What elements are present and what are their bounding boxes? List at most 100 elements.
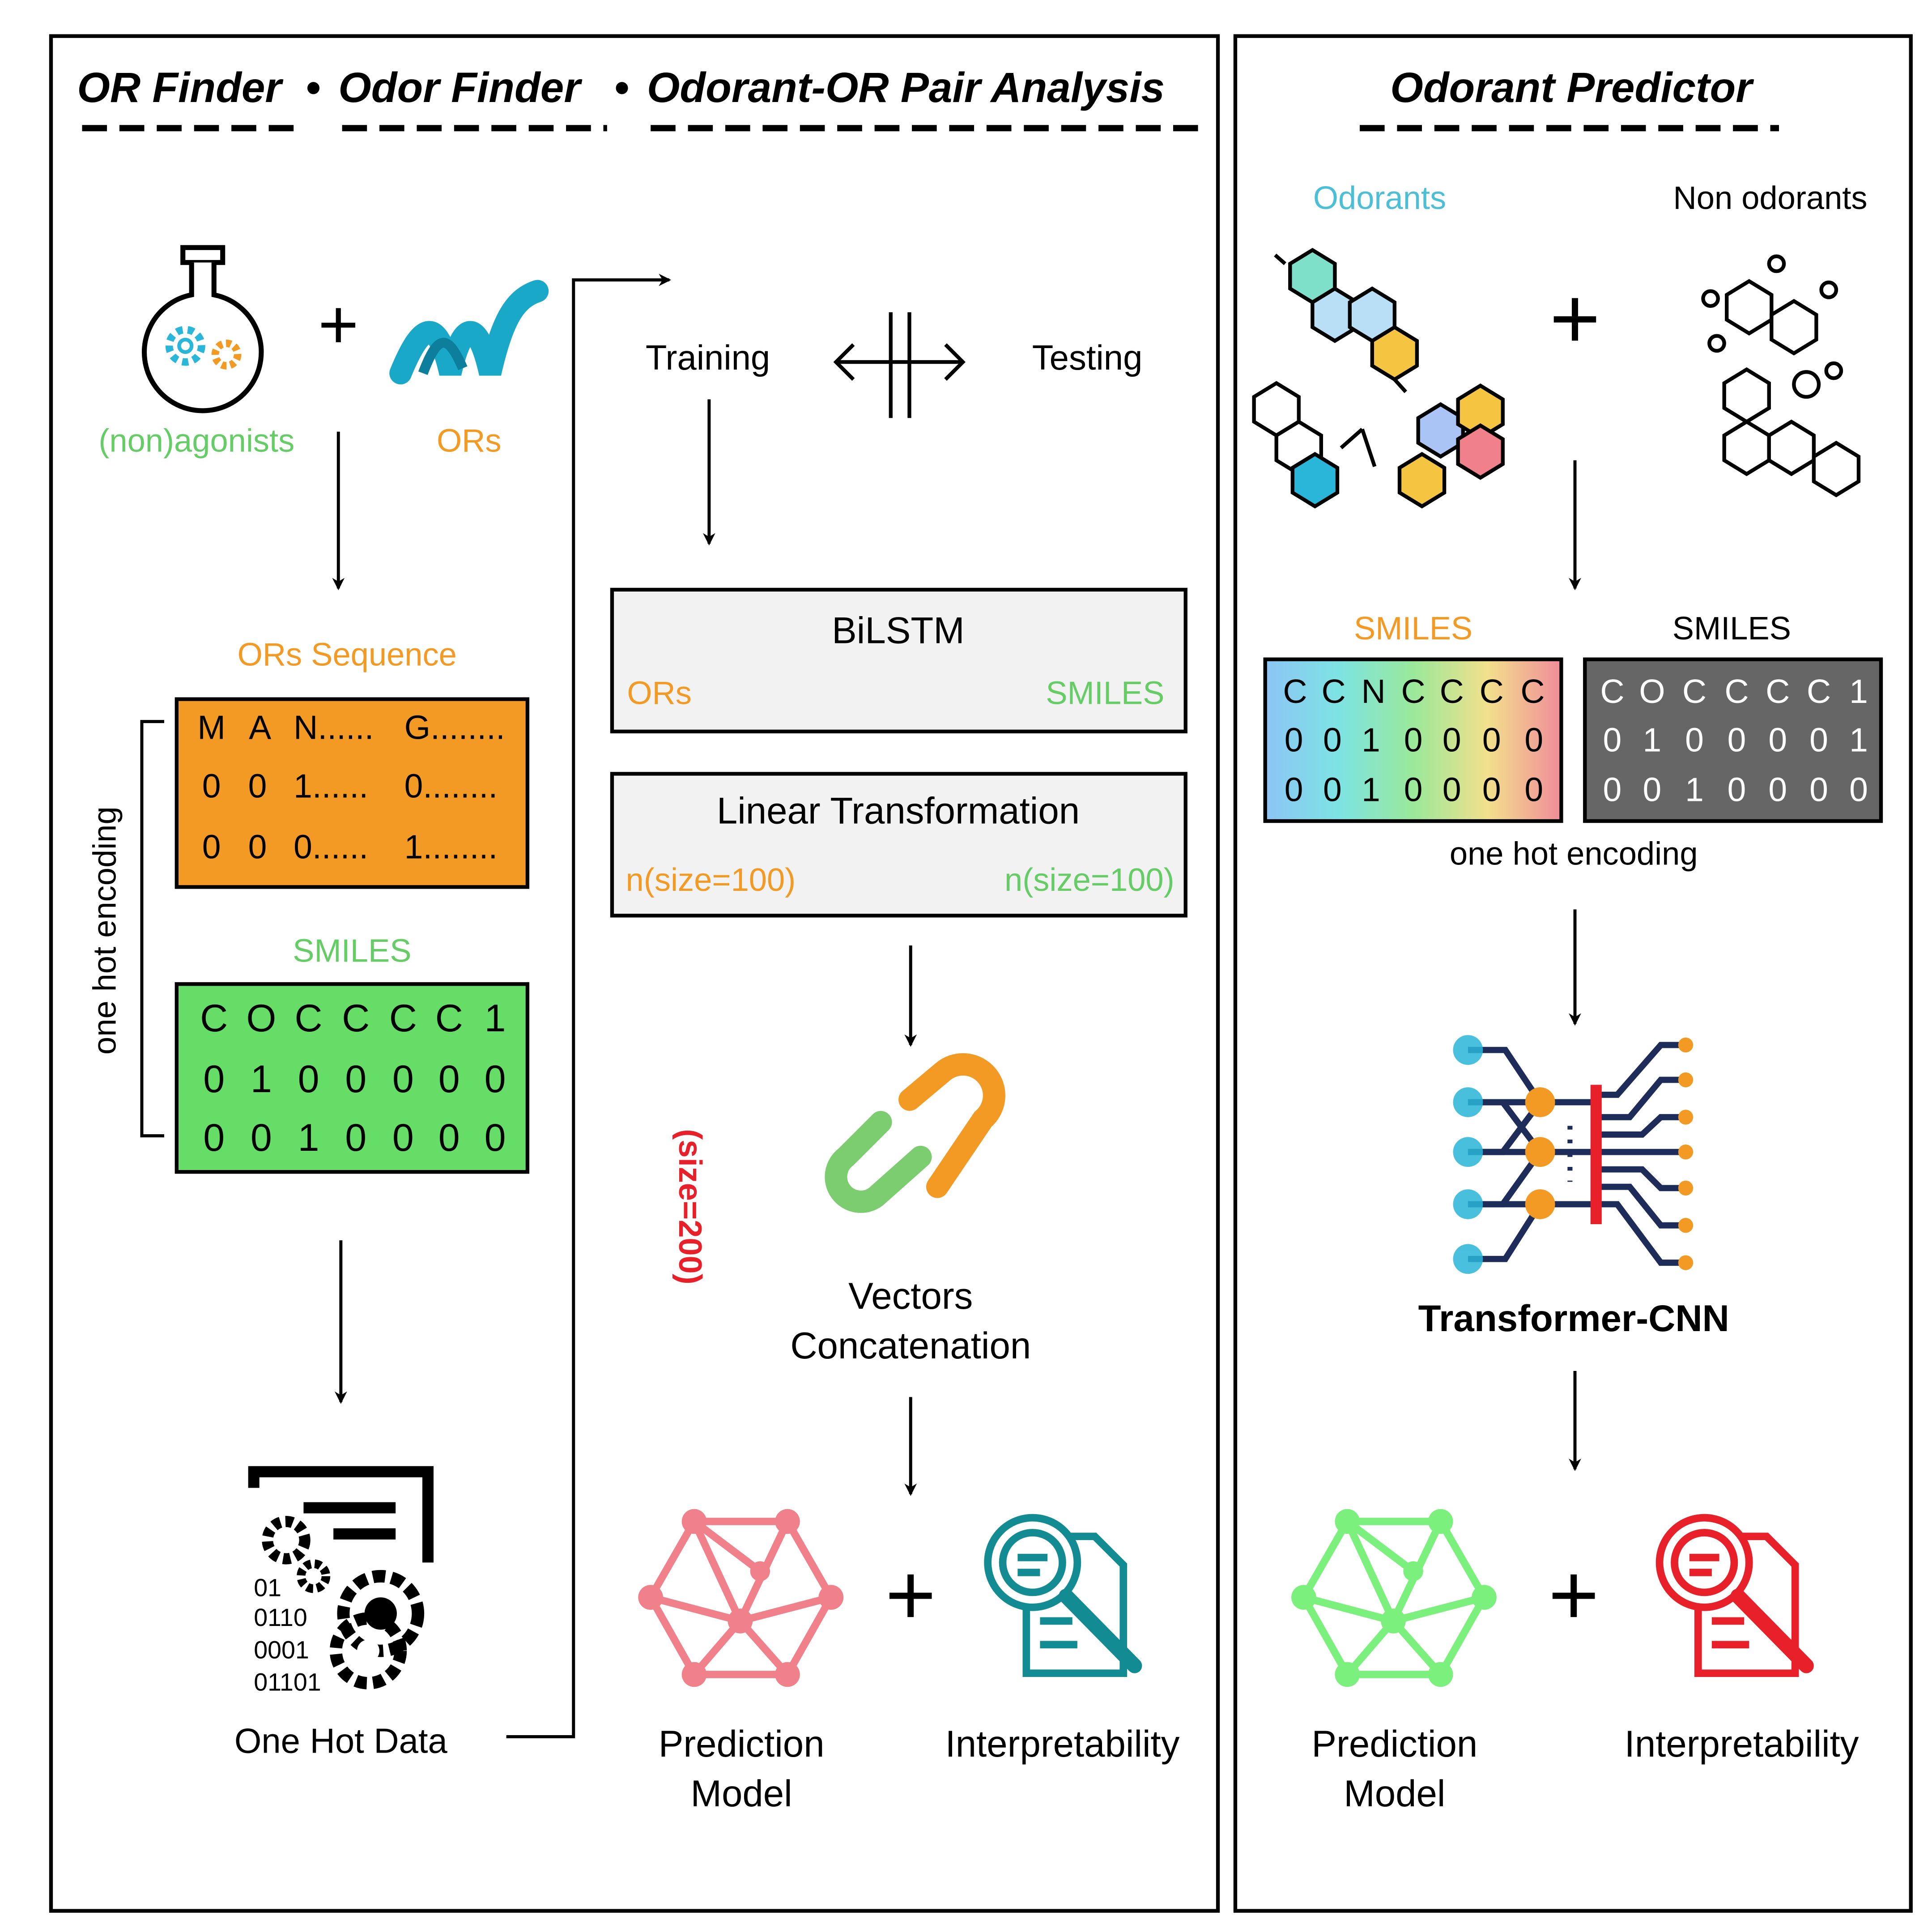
- smiles-cell: 0: [1482, 771, 1501, 809]
- non-odorants-label: Non odorants: [1673, 180, 1868, 216]
- right-panel-border: [1233, 34, 1913, 1913]
- smiles-cell: C: [1480, 672, 1504, 710]
- seq-cell: A: [249, 709, 271, 746]
- smiles-cell: 0: [1404, 721, 1423, 758]
- smiles-cell: 0: [1728, 721, 1746, 758]
- testing-label: Testing: [1032, 339, 1143, 377]
- training-label: Training: [646, 339, 770, 377]
- smiles-cell: 0: [392, 1058, 414, 1101]
- heading-bullet-2: •: [615, 64, 630, 111]
- smiles-cell: 0: [345, 1116, 366, 1159]
- smiles-cell: 0: [1524, 721, 1543, 758]
- smiles-cell: C: [1440, 672, 1464, 710]
- smiles-cell: 1: [1643, 721, 1662, 758]
- smiles-cell: 0: [1768, 771, 1787, 809]
- seq-cell: 0: [202, 767, 221, 804]
- smiles-cell: C: [200, 997, 228, 1040]
- smiles-cell: C: [1682, 672, 1706, 710]
- one-hot-icon-bits: 01 0110 0001 01101: [254, 1574, 321, 1696]
- ors-label: ORs: [437, 423, 502, 459]
- bit-line: 01101: [254, 1668, 321, 1696]
- connector-to-training: [506, 273, 672, 1738]
- smiles-cell: 0: [1482, 721, 1501, 758]
- network-icon-pink: [638, 1509, 844, 1687]
- prediction-label-left-2: Model: [691, 1772, 792, 1814]
- smiles-cell: C: [1401, 672, 1425, 710]
- smiles-cell: 1: [1685, 771, 1704, 809]
- smiles-cell: 0: [1728, 771, 1746, 809]
- smiles-cell: C: [342, 997, 370, 1040]
- heading-pair-analysis: Odorant-OR Pair Analysis: [647, 64, 1165, 111]
- interpretability-label-right: Interpretability: [1625, 1723, 1859, 1765]
- smiles-cell: 1: [485, 997, 506, 1040]
- transformer-cnn-icon: [1453, 1035, 1694, 1274]
- size-note: (size=200): [672, 1129, 708, 1285]
- seq-cell: 0: [248, 767, 267, 804]
- concat-label-line1: Vectors: [848, 1275, 973, 1317]
- smiles-cell: 0: [438, 1116, 460, 1159]
- ors-sequence-box: [174, 697, 530, 889]
- smiles-cell: 0: [1524, 771, 1543, 809]
- smiles-cell: 0: [1285, 721, 1303, 758]
- left-panel-border: [49, 34, 1220, 1913]
- smiles-cell: N: [1361, 672, 1385, 710]
- smiles-cell: 0: [1643, 771, 1662, 809]
- or-helix-icon: [389, 280, 549, 385]
- smiles-grid-left: C O C C C C 1 0 1 0 0 0 0 0 0 0 1 0 0 0 …: [200, 997, 506, 1159]
- non-odorant-molecules-icon: [1701, 254, 1861, 498]
- smiles-colored-text: SMILES: [1354, 611, 1472, 647]
- smiles-cell: C: [435, 997, 463, 1040]
- smiles-cell: C: [294, 997, 322, 1040]
- bilstm-box: [610, 587, 1187, 734]
- bilstm-title: BiLSTM: [832, 609, 965, 651]
- heading-bullet-1: •: [306, 64, 321, 111]
- smiles-cell: 0: [345, 1058, 366, 1101]
- smiles-cell: 0: [1809, 771, 1828, 809]
- concat-label-line2: Concatenation: [790, 1324, 1031, 1366]
- smiles-cell: 0: [1849, 771, 1868, 809]
- smiles-cell: 0: [485, 1058, 506, 1101]
- odorants-label: Odorants: [1313, 180, 1446, 216]
- smiles-cell: 0: [1404, 771, 1423, 809]
- network-icon-green: [1291, 1509, 1497, 1687]
- ors-sequence-grid: M A N...... G........ 0 0 1...... 0.....…: [197, 709, 505, 866]
- prediction-label-left-1: Prediction: [659, 1723, 825, 1765]
- smiles-cell: 0: [1323, 771, 1342, 809]
- smiles-cell: 0: [203, 1058, 225, 1101]
- smiles-box-left: [174, 982, 530, 1174]
- smiles-cell: 0: [438, 1058, 460, 1101]
- bit-line: 01: [254, 1574, 281, 1601]
- seq-cell: M: [197, 709, 226, 746]
- interpretability-icon-teal: [984, 1514, 1142, 1677]
- smiles-cell: C: [1520, 672, 1545, 710]
- linear-title: Linear Transformation: [717, 790, 1080, 832]
- bit-line: 0001: [254, 1636, 309, 1664]
- smiles-cell: C: [1600, 672, 1624, 710]
- seq-cell: 0........: [404, 767, 498, 804]
- smiles-box-gray: [1583, 657, 1883, 823]
- smiles-cell: O: [1639, 672, 1665, 710]
- transformer-cnn-label: Transformer-CNN: [1418, 1297, 1729, 1339]
- odorant-molecules-icon: [1252, 247, 1505, 509]
- smiles-cell: 0: [298, 1058, 319, 1101]
- smiles-cell: 0: [485, 1116, 506, 1159]
- seq-cell: G........: [404, 709, 505, 746]
- seq-cell: 1......: [294, 767, 368, 804]
- smiles-cell: 1: [251, 1058, 272, 1101]
- smiles-cell: 0: [203, 1116, 225, 1159]
- smiles-cell: 1: [1362, 771, 1380, 809]
- smiles-cell: O: [246, 997, 276, 1040]
- plus-sign-3: +: [1549, 270, 1600, 367]
- smiles-cell: 1: [1362, 721, 1380, 758]
- smiles-cell: 0: [1603, 771, 1622, 809]
- plus-sign-4: +: [1548, 1546, 1599, 1643]
- smiles-title-colored: SMILES: [1354, 611, 1472, 647]
- linear-transformation-box: [610, 772, 1187, 918]
- bit-line: 0110: [254, 1604, 307, 1631]
- interpretability-label-left: Interpretability: [945, 1723, 1180, 1765]
- smiles-grid-colored: C C N C C C C 0 0 1 0 0 0 0 0 0 1 0 0 0 …: [1283, 672, 1545, 809]
- smiles-cell: C: [1322, 672, 1346, 710]
- one-hot-encoding-side-label: one hot encoding: [87, 806, 123, 1055]
- plus-sign-1: +: [318, 285, 359, 363]
